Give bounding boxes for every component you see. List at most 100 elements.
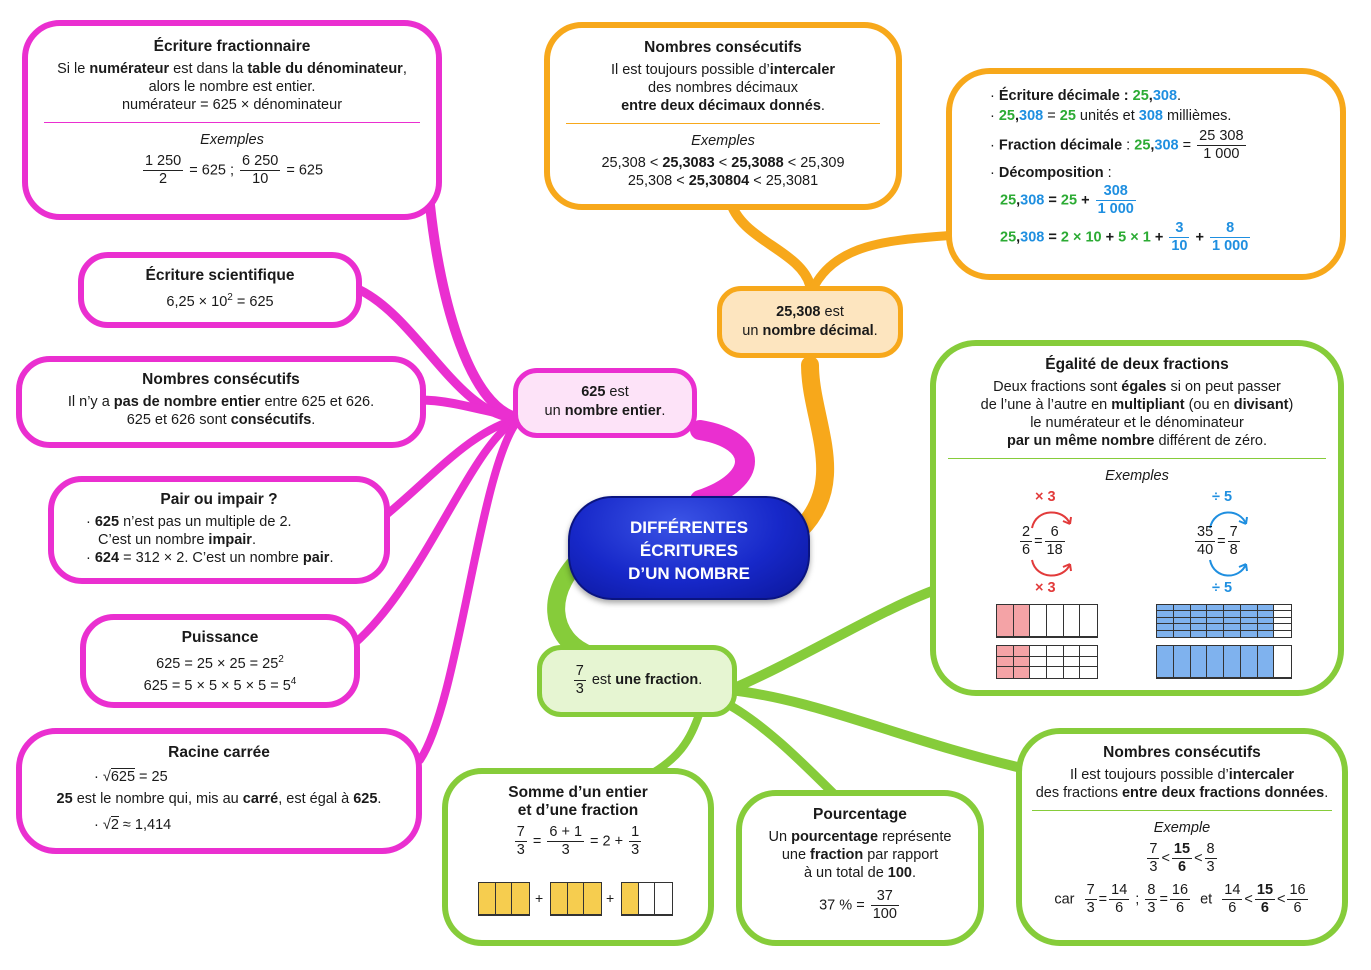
grid-cell: [1157, 611, 1174, 618]
numerator: 16: [1169, 882, 1191, 900]
box-scientific: Écriture scientifique 6,25 × 102 = 625: [78, 252, 362, 328]
box-fraction-writing: Écriture fractionnaire Si le numérateur …: [22, 20, 442, 220]
text: de l’une à l’autre en: [980, 397, 1112, 413]
text: = 25: [135, 769, 168, 785]
multiplier-label: × 3: [1035, 489, 1056, 505]
multiplier-label: × 3: [1035, 580, 1056, 596]
text: millièmes.: [1162, 108, 1232, 124]
grid-thirtyfive-fortieths: [1156, 604, 1292, 638]
box-title: Pair ou impair ?: [160, 491, 278, 508]
exponent: 2: [278, 654, 284, 665]
numerator: 7: [573, 663, 586, 681]
denominator: 3: [516, 842, 525, 858]
grid-cell: [1173, 605, 1191, 612]
text: est le nombre qui, mis au: [72, 791, 243, 807]
numerator: 3: [1169, 220, 1190, 238]
numerator: 6 + 1: [547, 824, 585, 842]
grid-cell: [1257, 624, 1275, 631]
hub-integer: 625 est un nombre entier.: [513, 368, 697, 438]
denominator: 3: [561, 842, 570, 858]
denominator: 10: [252, 171, 269, 187]
text: .: [1324, 785, 1329, 801]
units-green: 25: [998, 108, 1015, 124]
box-title: Puissance: [181, 629, 259, 646]
box-decimal-writing: · Écriture décimale : 25,308. · 25,308 =…: [946, 68, 1346, 280]
bold: 25,30804: [688, 173, 750, 189]
grid-cell: [1257, 605, 1275, 612]
center-line-3: D’UN NOMBRE: [628, 564, 750, 583]
grid-cell: [1274, 624, 1291, 631]
bold: Fraction décimale: [998, 137, 1123, 154]
text: 6,25 × 10: [166, 293, 228, 310]
equals-sign: =: [1034, 533, 1043, 550]
sqrt-sign-icon: √: [102, 769, 111, 785]
grid-cell: [1224, 630, 1241, 637]
numerator: 1: [629, 824, 642, 842]
text: ): [1288, 397, 1294, 413]
grid-cell: [1224, 611, 1241, 618]
grid-cell: [1190, 605, 1208, 612]
divisor-label: ÷ 5: [1212, 580, 1233, 596]
text: différent de zéro.: [1154, 433, 1268, 449]
comma: ,: [1150, 137, 1155, 154]
text: est dans la: [169, 61, 248, 77]
decimals-blue: 308: [1152, 88, 1178, 104]
text: 625 = 5 × 5 × 5 × 5 = 5: [143, 677, 291, 694]
hub-integer-text2: un: [544, 403, 565, 419]
denominator: 2: [159, 171, 168, 187]
denominator: 3: [1086, 900, 1095, 916]
grid-cell: [1190, 624, 1208, 631]
box-power: Puissance 625 = 25 × 25 = 252 625 = 5 × …: [80, 614, 360, 708]
grid-cell: [1080, 646, 1097, 657]
text: ,: [402, 61, 407, 77]
text: .: [1177, 88, 1182, 104]
text-line: Un pourcentage représente: [750, 828, 970, 846]
decimals-blue: 308: [1154, 137, 1179, 154]
divisor-label: ÷ 5: [1212, 489, 1233, 505]
plus-sign: +: [535, 890, 544, 906]
grid-cell: [1257, 630, 1275, 637]
grid-cell: [1013, 667, 1031, 678]
hub-decimal-number: 25,308: [776, 304, 821, 320]
example-line: 25,308 < 25,3083 < 25,3088 < 25,309: [560, 154, 886, 172]
text: 25,308 <: [627, 173, 689, 189]
hub-decimal-bold: nombre décimal: [762, 323, 874, 339]
grid-cell: [1190, 611, 1208, 618]
text-line: des nombres décimaux: [648, 80, 798, 96]
units-green: 25: [1132, 88, 1149, 104]
central-topic: DIFFÉRENTES ÉCRITURES D’UN NOMBRE: [568, 496, 810, 600]
numerator: 2: [1020, 524, 1033, 542]
hub-decimal-text: est: [820, 304, 844, 320]
denominator: 1 000: [1097, 201, 1134, 217]
grid-cell: [1157, 630, 1174, 637]
denominator: 6: [1228, 900, 1237, 916]
bold: multipliant: [1111, 397, 1185, 413]
comma: ,: [1148, 88, 1153, 104]
grid-six-eighteenths: [996, 645, 1098, 679]
list-item: · Décomposition :: [990, 165, 1112, 181]
text: .: [912, 865, 917, 881]
text-line: par un même nombre différent de zéro.: [942, 432, 1332, 450]
units-green: 25: [1134, 137, 1151, 154]
less-than: <: [1194, 850, 1203, 867]
grid-one-third: [621, 882, 673, 916]
text: = 625 ;: [185, 162, 239, 179]
denominator: 3: [575, 681, 584, 697]
text: = 625: [282, 162, 324, 179]
bold: divisant: [1233, 397, 1289, 413]
